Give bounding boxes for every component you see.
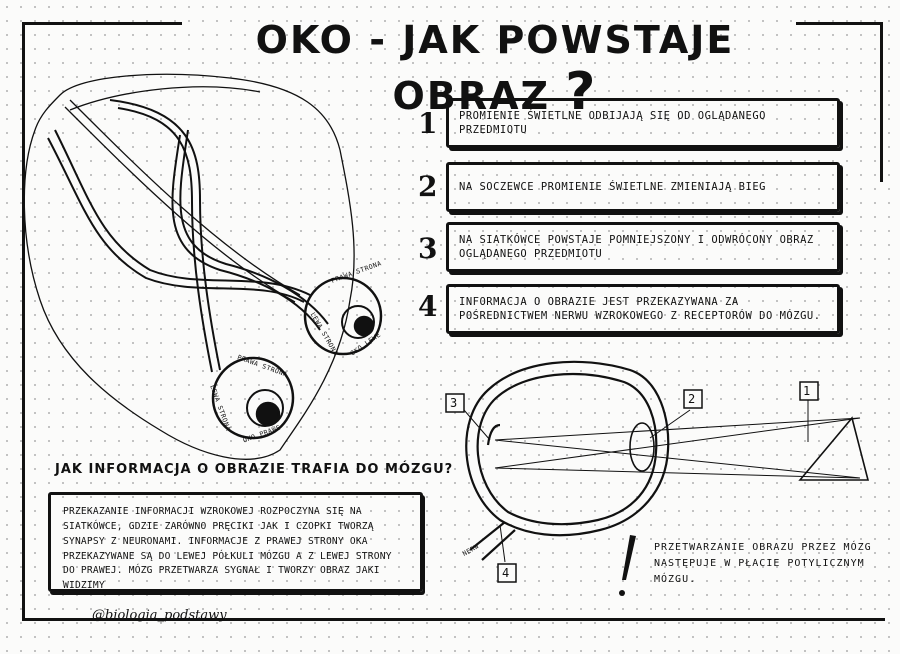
page-frame xyxy=(22,22,885,621)
brain-question-heading: JAK INFORMACJA O OBRAZIE TRAFIA DO MÓZGU… xyxy=(55,462,454,477)
step-4-text: INFORMACJA O OBRAZIE JEST PRZEKAZYWANA Z… xyxy=(459,295,821,322)
frame-top-left xyxy=(22,22,182,25)
marker-2: 2 xyxy=(688,392,696,406)
frame-right xyxy=(880,22,883,182)
step-3-number: 3 xyxy=(418,232,438,265)
step-2-text: NA SOCZEWCE PROMIENIE ŚWIETLNE ZMIENIAJĄ… xyxy=(459,180,766,193)
marker-1: 1 xyxy=(803,384,811,398)
brain-outline xyxy=(23,73,355,460)
step-2-box: NA SOCZEWCE PROMIENIE ŚWIETLNE ZMIENIAJĄ… xyxy=(446,162,840,212)
step-4-number: 4 xyxy=(418,290,438,323)
step-3-box: NA SIATKÓWCE POWSTAJE POMNIEJSZONY I ODW… xyxy=(446,222,840,272)
exclamation-mark xyxy=(622,535,636,580)
step-2-number: 2 xyxy=(418,170,438,203)
step-4-box: INFORMACJA O OBRAZIE JEST PRZEKAZYWANA Z… xyxy=(446,284,840,334)
right-eye xyxy=(211,356,295,440)
step-1-text: PROMIENIE ŚWIETLNE ODBIJAJĄ SIĘ OD OGLĄD… xyxy=(459,109,766,136)
left-eye xyxy=(303,276,383,356)
page-title: OKO - JAK POWSTAJE OBRAZ ? xyxy=(195,18,795,122)
author-handle: @biologia_podstawy xyxy=(92,608,227,623)
brain-info-text: PRZEKAZANIE INFORMACJI WZROKOWEJ ROZPOCZ… xyxy=(63,506,392,592)
final-note: PRZETWARZANIE OBRAZU PRZEZ MÓZG NASTĘPUJ… xyxy=(654,542,872,585)
brain-info-box: PRZEKAZANIE INFORMACJI WZROKOWEJ ROZPOCZ… xyxy=(48,492,423,592)
title-text: OKO - JAK POWSTAJE OBRAZ xyxy=(255,18,735,118)
title-question-mark: ? xyxy=(565,62,598,122)
step-1-box: PROMIENIE ŚWIETLNE ODBIJAJĄ SIĘ OD OGLĄD… xyxy=(446,98,840,148)
marker-4: 4 xyxy=(502,566,510,580)
frame-top-right xyxy=(796,22,882,25)
marker-3: 3 xyxy=(450,396,458,410)
step-1-number: 1 xyxy=(418,107,438,140)
step-3-text: NA SIATKÓWCE POWSTAJE POMNIEJSZONY I ODW… xyxy=(459,233,814,260)
